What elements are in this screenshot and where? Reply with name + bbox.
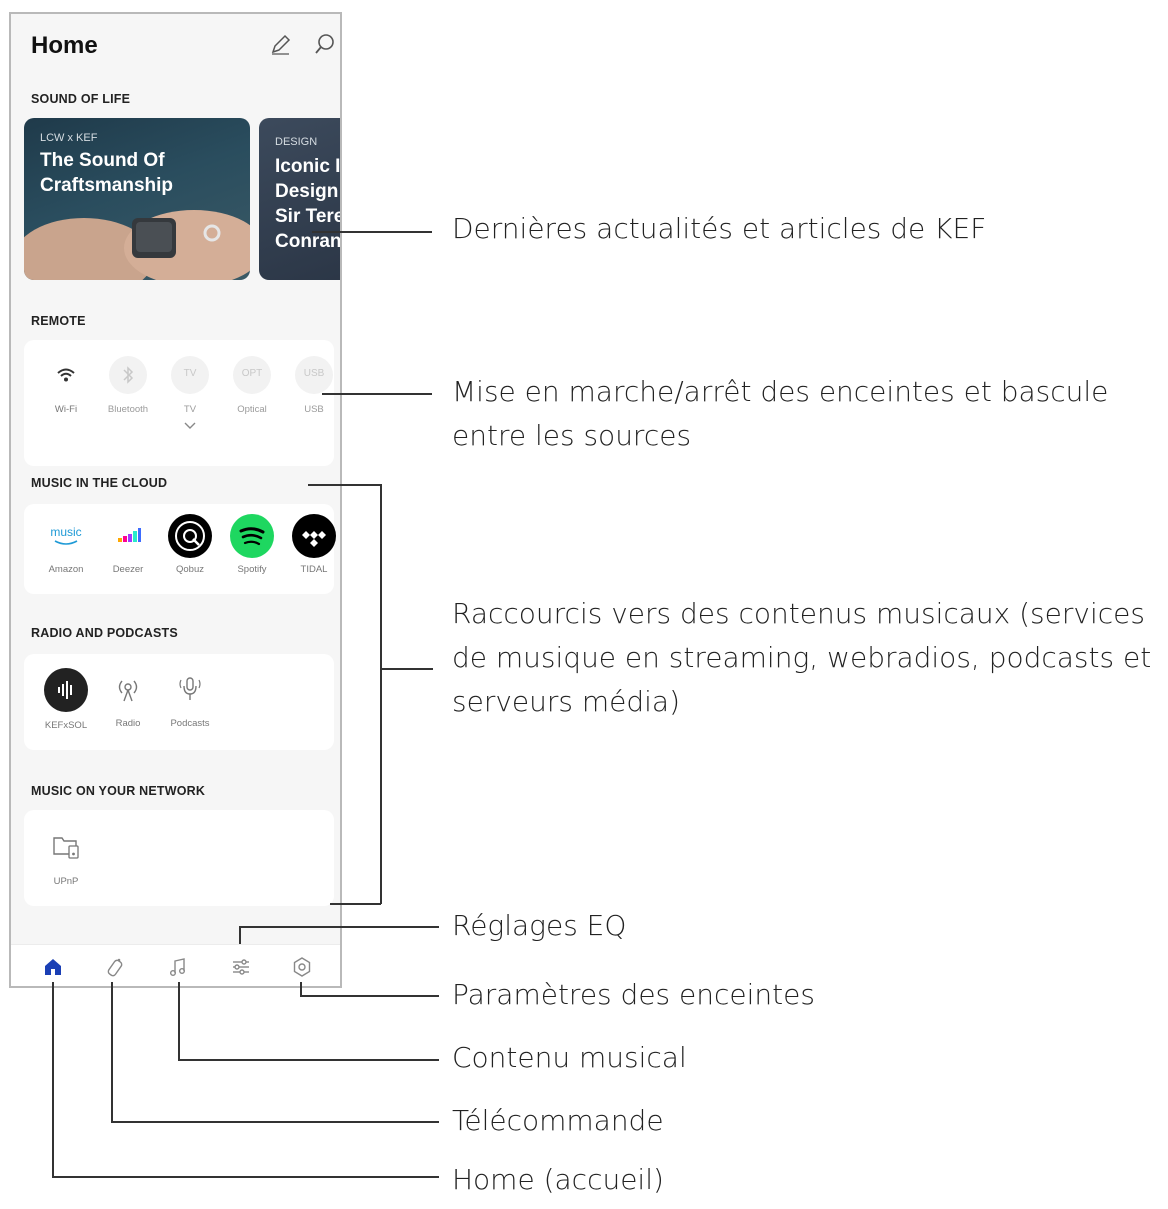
annotation-shortcuts-line1: Raccourcis vers des contenus musicaux (s… [452,597,1145,630]
search-icon[interactable] [313,32,337,56]
remote-icon[interactable] [103,955,127,979]
connector-line [178,982,180,1060]
connector-line [239,926,241,944]
card-title: The Sound Of Craftsmanship [40,150,174,196]
connector-line [111,1121,439,1123]
annotation-remote: Télécommande [452,1104,664,1137]
section-title-remote: REMOTE [31,314,86,328]
source-wifi[interactable]: Wi-Fi [38,356,94,415]
bracket-line [308,484,381,486]
section-title-music-network: MUSIC ON YOUR NETWORK [31,784,206,798]
gear-icon[interactable] [290,955,314,979]
connector-line [111,982,113,1122]
connector-line [312,231,432,233]
section-title-music-cloud: MUSIC IN THE CLOUD [31,476,168,490]
card-title: Iconic I Design Sir Tere Conran [275,156,342,252]
service-qobuz[interactable]: Qobuz [162,514,218,575]
upnp-icon [53,837,79,859]
annotation-shortcuts-line2: de musique en streaming, webradios, podc… [452,641,1152,674]
bracket-line [330,903,381,905]
bracket-line [380,484,382,904]
source-tv[interactable]: TV TV [162,356,218,434]
network-panel: UPnP [24,810,334,906]
connector-line [178,1059,439,1061]
spotify-icon [239,527,265,546]
section-title-radio-podcasts: RADIO AND PODCASTS [31,626,178,640]
home-icon[interactable] [41,955,65,979]
app-screen: Home SOUND OF LIFE LCW x KEF The Sound O… [9,12,342,988]
connector-line [52,1176,439,1178]
kefxsol-icon [58,681,72,699]
tidal-icon [302,531,326,547]
annotation-power-line1: Mise en marche/arrêt des enceintes et ba… [452,375,1109,408]
annotation-speaker-settings: Paramètres des enceintes [452,978,815,1011]
chevron-down-icon[interactable] [184,422,196,430]
wifi-icon [57,368,75,382]
news-card[interactable]: LCW x KEF The Sound Of Craftsmanship [24,118,250,280]
deezer-icon [118,528,141,542]
card-kicker: DESIGN [275,136,318,148]
connector-line [322,393,432,395]
section-title-sound-of-life: SOUND OF LIFE [31,92,131,106]
connector-line [300,982,302,996]
pencil-icon[interactable] [269,32,293,56]
cloud-panel: music Amazon Deezer [24,504,336,594]
annotation-eq: Réglages EQ [452,909,627,942]
qobuz-icon [175,521,205,551]
service-amazon[interactable]: music Amazon [38,516,94,575]
service-deezer[interactable]: Deezer [100,516,156,575]
music-note-icon[interactable] [166,955,190,979]
annotation-music-content: Contenu musical [452,1041,687,1074]
page-title: Home [31,32,98,59]
annotation-news: Dernières actualités et articles de KEF [452,212,987,245]
source-bluetooth[interactable]: Bluetooth [100,356,156,415]
radio-icon [118,680,138,702]
svg-text:music: music [50,525,81,539]
annotation-power-line2: entre les sources [452,419,692,452]
remote-panel: Wi-Fi Bluetooth TV TV OPT Optical USB US… [24,340,334,466]
amazon-music-icon: music [50,525,82,545]
annotation-shortcuts-line3: serveurs média) [452,685,681,718]
bluetooth-icon [123,366,134,384]
source-optical[interactable]: OPT Optical [224,356,280,415]
eq-sliders-icon[interactable] [229,955,253,979]
source-usb[interactable]: USB USB [286,356,340,415]
radio-kefxsol[interactable]: KEFxSOL [38,668,94,731]
connector-line [300,995,439,997]
card-image [24,210,250,280]
radio-radio[interactable]: Radio [100,670,156,729]
annotation-home: Home (accueil) [452,1163,664,1196]
connector-line [52,982,54,1177]
connector-line [239,926,439,928]
radio-podcasts[interactable]: Podcasts [162,670,218,729]
news-card[interactable]: DESIGN Iconic I Design Sir Tere Conran [259,118,342,280]
network-upnp[interactable]: UPnP [38,828,94,887]
service-tidal[interactable]: TIDAL [286,514,340,575]
card-kicker: LCW x KEF [40,132,98,144]
bracket-line [381,668,433,670]
radio-panel: KEFxSOL Radio Podcasts [24,654,334,750]
service-spotify[interactable]: Spotify [224,514,280,575]
podcast-icon [179,677,201,700]
bottom-nav [11,944,340,986]
